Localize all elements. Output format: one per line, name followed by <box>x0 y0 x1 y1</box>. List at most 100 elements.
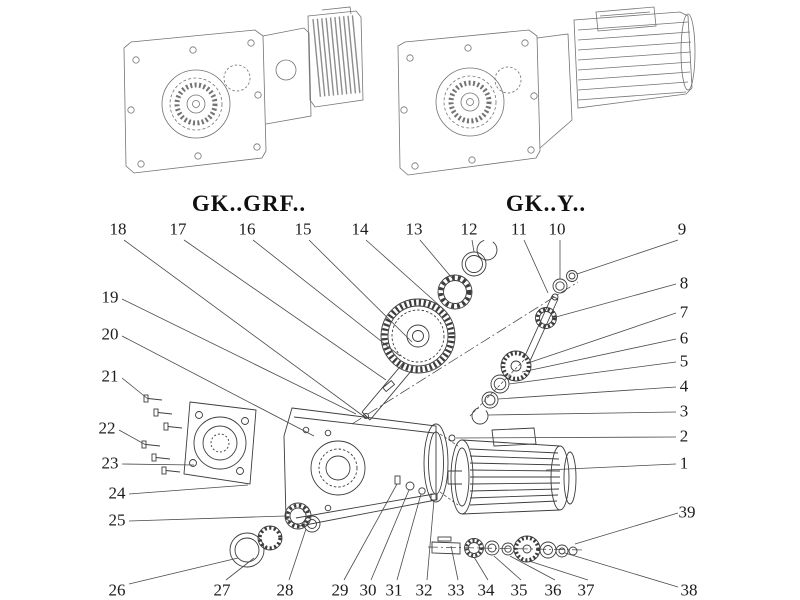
leader-line-23 <box>121 463 195 466</box>
leader-line-8 <box>555 283 677 318</box>
part-number-36: 36 <box>544 580 562 600</box>
leader-line-24 <box>128 484 249 495</box>
leader-line-34 <box>473 556 489 581</box>
part-number-19: 19 <box>101 287 119 307</box>
pinion-bearing <box>535 307 557 329</box>
part-number-10: 10 <box>548 219 566 239</box>
series-title-y: GK..Y.. <box>505 191 587 216</box>
part-number-32: 32 <box>415 580 433 600</box>
exploded-view <box>141 239 585 568</box>
part-number-30: 30 <box>359 580 377 600</box>
part-number-26: 26 <box>108 580 126 600</box>
part-number-15: 15 <box>294 219 312 239</box>
part-number-31: 31 <box>385 580 403 600</box>
leader-line-7 <box>530 312 677 363</box>
gear-housing <box>283 407 459 527</box>
leader-line-38 <box>564 552 679 588</box>
series-title-grf: GK..GRF.. <box>191 191 307 216</box>
leader-line-32 <box>426 499 435 581</box>
leader-line-6 <box>521 338 677 373</box>
leader-line-13 <box>419 239 453 279</box>
leader-line-37 <box>528 560 589 581</box>
seal-ring <box>461 251 487 277</box>
leader-line-9 <box>576 239 679 275</box>
part-number-28: 28 <box>276 580 294 600</box>
mounting-flange <box>183 401 257 485</box>
part-number-38: 38 <box>680 580 698 600</box>
leader-line-5 <box>508 361 677 385</box>
part-number-5: 5 <box>679 351 689 371</box>
pinion-gear <box>500 350 532 382</box>
part-number-25: 25 <box>108 510 126 530</box>
leader-lines <box>118 239 679 588</box>
input-bearing <box>437 274 473 310</box>
leader-line-25 <box>128 515 286 522</box>
gearbox-grf-drawing <box>123 6 364 174</box>
pinion-shaft <box>523 293 559 362</box>
part-number-29: 29 <box>331 580 349 600</box>
leader-line-22 <box>118 429 147 446</box>
part-number-21: 21 <box>101 366 119 386</box>
leader-line-28 <box>288 528 307 581</box>
mounting-bolts <box>141 394 183 475</box>
part-number-2: 2 <box>679 426 689 446</box>
output-bearing-left <box>284 502 321 533</box>
leader-line-21 <box>121 377 149 400</box>
leader-line-15 <box>308 239 413 343</box>
leader-line-1 <box>545 463 677 471</box>
part-number-8: 8 <box>679 273 689 293</box>
part-number-27: 27 <box>213 580 231 600</box>
main-gear <box>380 298 456 374</box>
leader-line-19 <box>121 298 357 415</box>
leader-line-35 <box>493 555 522 581</box>
gearbox-motor-drawing <box>397 6 696 176</box>
leader-line-30 <box>370 489 410 581</box>
part-number-23: 23 <box>101 453 119 473</box>
leader-line-4 <box>497 386 677 400</box>
leader-line-2 <box>455 436 677 439</box>
part-number-14: 14 <box>351 219 369 239</box>
leader-line-31 <box>396 493 422 581</box>
part-number-3: 3 <box>679 401 689 421</box>
input-shaft <box>361 361 413 421</box>
part-number-12: 12 <box>460 219 478 239</box>
leader-line-18 <box>123 239 367 419</box>
leader-line-39 <box>574 512 679 545</box>
part-number-33: 33 <box>447 580 465 600</box>
part-number-22: 22 <box>98 418 116 438</box>
part-number-13: 13 <box>405 219 423 239</box>
leader-line-33 <box>450 545 459 581</box>
part-number-11: 11 <box>510 219 528 239</box>
part-number-24: 24 <box>108 483 126 503</box>
leader-line-27 <box>225 557 255 581</box>
part-number-39: 39 <box>678 502 696 522</box>
snap-ring-top <box>476 239 498 261</box>
output-cover-rings <box>229 525 283 568</box>
small-fasteners <box>394 475 438 501</box>
leader-line-16 <box>252 239 401 357</box>
leader-line-3 <box>487 411 677 416</box>
leader-line-11 <box>523 239 549 294</box>
leader-line-36 <box>509 555 556 581</box>
leader-line-29 <box>343 483 398 581</box>
part-number-35: 35 <box>510 580 528 600</box>
snap-ring-mid <box>471 407 489 425</box>
electric-motor <box>447 427 577 515</box>
leader-line-17 <box>183 239 387 381</box>
pinion-rings <box>552 270 578 294</box>
output-shaft-assembly <box>427 535 585 563</box>
part-number-20: 20 <box>101 324 119 344</box>
part-number-1: 1 <box>679 453 689 473</box>
part-number-17: 17 <box>169 219 187 239</box>
leader-line-14 <box>365 239 441 307</box>
leader-line-20 <box>121 335 315 437</box>
part-number-18: 18 <box>109 219 127 239</box>
part-number-16: 16 <box>238 219 256 239</box>
part-number-7: 7 <box>679 302 689 322</box>
part-number-4: 4 <box>679 376 689 396</box>
part-number-9: 9 <box>677 219 687 239</box>
leader-line-12 <box>471 239 475 253</box>
part-number-37: 37 <box>577 580 595 600</box>
